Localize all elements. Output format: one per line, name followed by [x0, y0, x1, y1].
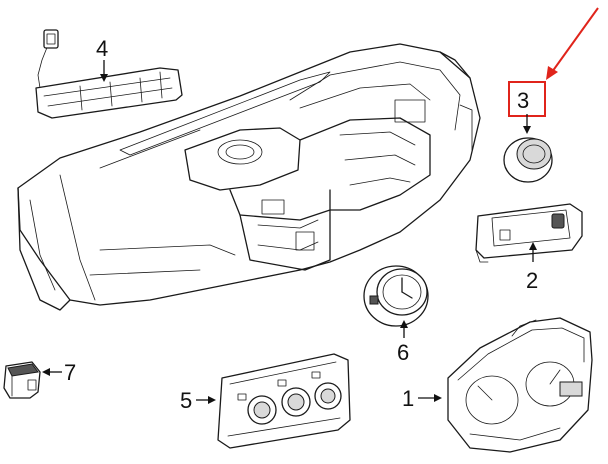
callout-2-label: 2: [526, 268, 538, 293]
instrument-cluster-part[interactable]: [447, 317, 593, 453]
callout-5: 5: [180, 388, 216, 413]
knob-part[interactable]: [503, 137, 553, 183]
callout-7: 7: [42, 360, 76, 385]
small-switch-part[interactable]: [3, 361, 41, 399]
callout-2: 2: [526, 242, 538, 293]
callout-4-label: 4: [96, 36, 108, 61]
callout-1: 1: [402, 386, 442, 411]
highlight-pointer-arrow: [551, 7, 599, 73]
clock-part[interactable]: [363, 265, 429, 327]
climate-control-part[interactable]: [217, 353, 351, 449]
instrument-panel[interactable]: [17, 43, 481, 311]
callout-6: 6: [397, 320, 409, 365]
callout-3-label: 3: [517, 88, 529, 113]
callout-6-label: 6: [397, 340, 409, 365]
callout-3: 3: [508, 7, 599, 134]
callout-4: 4: [96, 36, 108, 82]
callout-1-label: 1: [402, 386, 414, 411]
display-module-part[interactable]: [475, 203, 583, 263]
highlight-pointer-arrowhead: [546, 66, 558, 80]
switch-assembly-part[interactable]: [35, 29, 183, 119]
callout-7-label: 7: [64, 360, 76, 385]
callout-5-label: 5: [180, 388, 192, 413]
